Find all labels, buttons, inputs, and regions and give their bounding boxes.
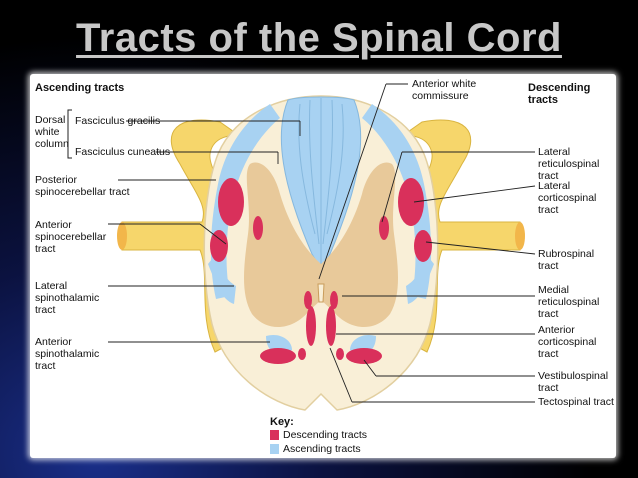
ascending-tracts-heading: Ascending tracts [35,82,125,94]
gray-matter [244,162,398,328]
key-heading: Key: [270,416,294,428]
key-descending-swatch [270,430,279,440]
rubrospinal-label: Rubrospinal tract [538,248,595,272]
dorsal-white-column-label: Dorsal white column [35,114,69,150]
anterior-spinocerebellar-label: Anterior spinocerebellar tract [35,219,107,255]
diagram-panel: Ascending tracts Dorsal white column Fas… [30,74,616,458]
lateral-spinothalamic-label: Lateral spinothalamic tract [35,280,100,316]
key-ascending-swatch [270,444,279,454]
lateral-corticospinal-label: Lateral corticospinal tract [538,180,597,216]
anterior-spinothalamic-label: Anterior spinothalamic tract [35,336,100,372]
leader-lines [108,83,536,403]
fasciculus-gracilis-label: Fasciculus gracilis [75,115,161,127]
slide-title: Tracts of the Spinal Cord [76,16,562,60]
posterior-spinocerebellar-label: Posterior spinocerebellar tract [35,174,130,198]
key-descending-label: Descending tracts [283,429,368,441]
spinal-cord-cross-section [67,83,536,454]
descending-tracts-heading: Descending tracts [528,82,591,106]
lateral-reticulospinal-label: Lateral reticulospinal tract [538,146,600,182]
fasciculus-cuneatus-label: Fasciculus cuneatus [75,146,171,158]
anterior-corticospinal-label: Anterior corticospinal tract [538,324,597,360]
key-ascending-label: Ascending tracts [283,443,361,455]
vestibulospinal-label: Vestibulospinal tract [538,370,609,394]
medial-reticulospinal-label: Medial reticulospinal tract [538,284,600,320]
anterior-white-commissure-label: Anterior white commissure [412,78,477,102]
descending-tracts [210,178,432,364]
tectospinal-label: Tectospinal tract [538,396,614,408]
